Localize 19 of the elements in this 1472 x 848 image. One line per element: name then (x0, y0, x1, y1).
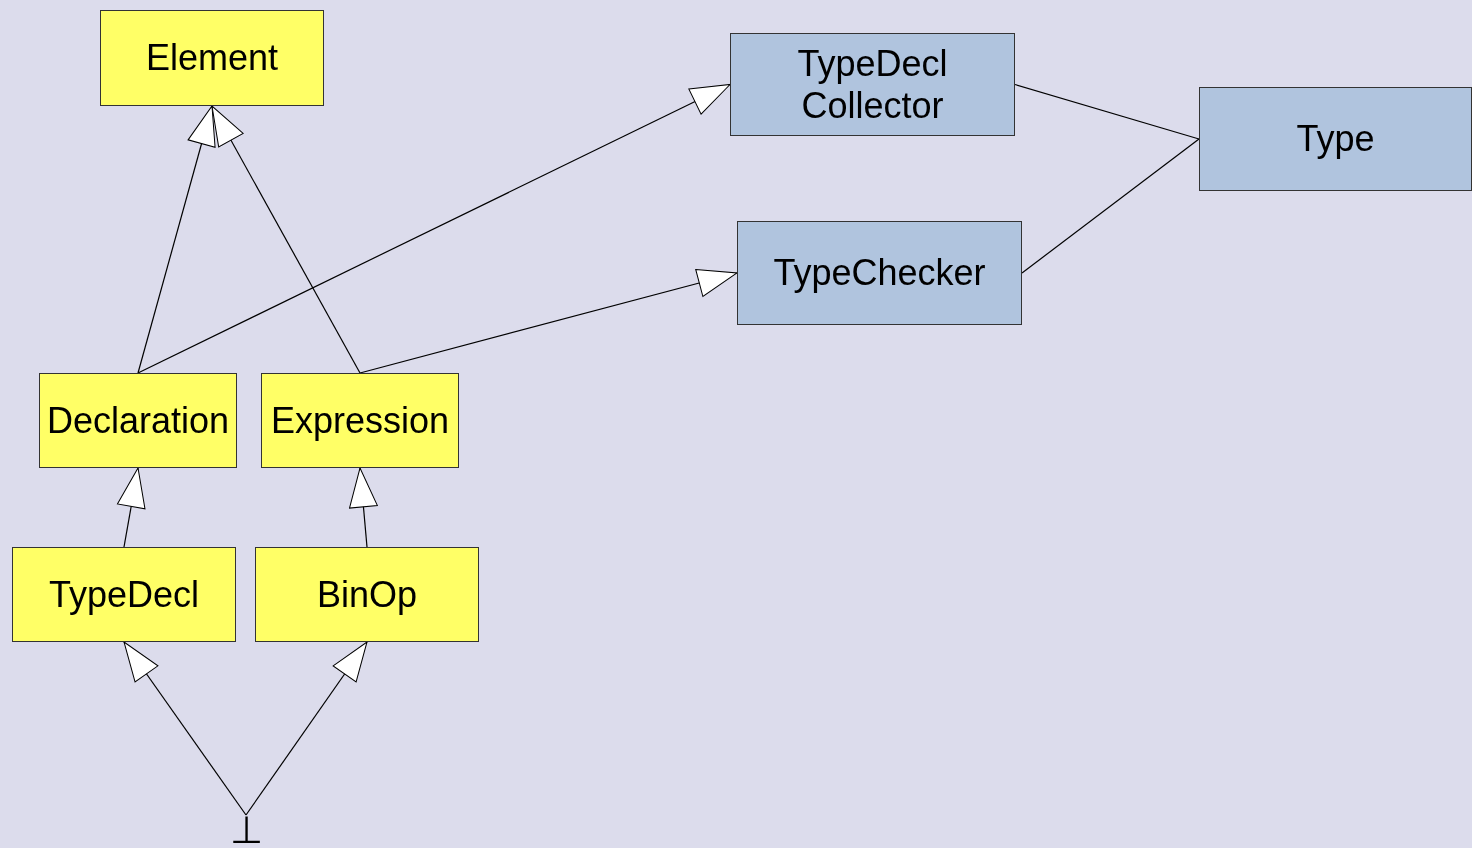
class-box: TypeChecker (737, 221, 1022, 325)
inheritance-arrow (245, 641, 368, 816)
bottom-type-symbol: ⊥ (226, 815, 266, 848)
inheritance-arrow (349, 467, 378, 548)
inheritance-arrow (123, 641, 247, 816)
class-box: TypeDecl Collector (730, 33, 1015, 136)
inheritance-arrow (137, 83, 731, 374)
class-box: Element (100, 10, 324, 106)
class-box: TypeDecl (12, 547, 236, 642)
class-box: BinOp (255, 547, 479, 642)
class-box: Type (1199, 87, 1472, 191)
class-box: Declaration (39, 373, 237, 468)
inheritance-arrow (116, 467, 146, 548)
inheritance-arrow (137, 105, 216, 374)
association-line (1021, 138, 1200, 274)
inheritance-arrow (211, 105, 361, 374)
class-box: Expression (261, 373, 459, 468)
inheritance-arrow (359, 268, 738, 374)
association-line (1014, 83, 1200, 140)
